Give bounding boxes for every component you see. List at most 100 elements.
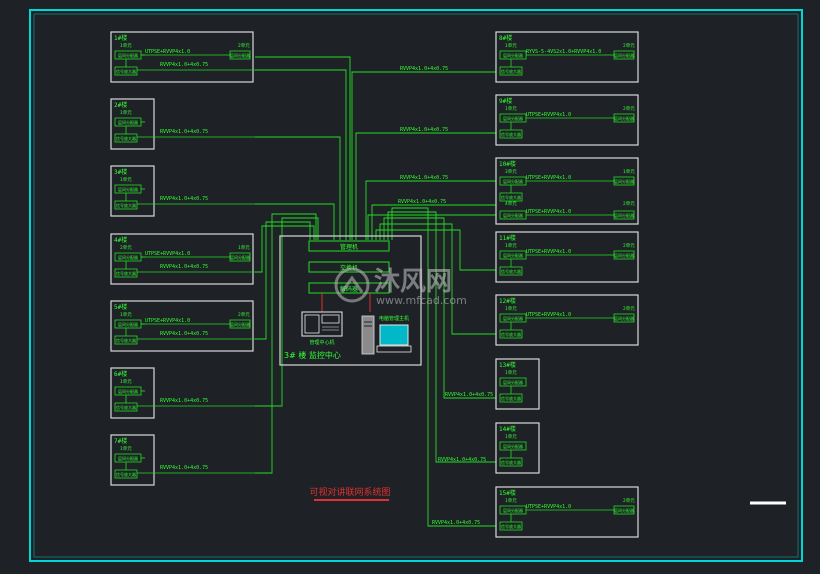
cable-bus-1: RVVP4x1.0+4x0.75 <box>160 62 208 68</box>
building-frame-3 <box>110 165 155 217</box>
building-frame-r-2 <box>495 94 639 146</box>
watermark-url: www.mfcad.com <box>376 294 467 307</box>
cable-bus-r-4: RVVP4x1.0+4x0.75 <box>398 199 446 205</box>
building-name-r-4: 11#楼 <box>499 234 516 242</box>
center-box-top-label: 管理机 <box>340 243 358 251</box>
building-name-1: 1#楼 <box>114 34 127 42</box>
splitter-r-1-label: 信号放大器 <box>501 68 521 74</box>
floor-device-3-label: 层间分配器 <box>118 186 138 192</box>
unit-d-label-r-3: 2单元 <box>623 200 635 207</box>
diagram-title: 可视对讲联网系统图 <box>309 486 390 498</box>
cable-top-1: UTPSE+RVVP4x1.0 <box>145 49 190 55</box>
cable-bus-4: RVVP4x1.0+4x0.75 <box>160 264 208 270</box>
wire-left-6 <box>255 217 319 407</box>
center-box-top <box>308 240 390 252</box>
floor-device-b-r-4-label: 层间分配器 <box>614 252 634 258</box>
floor-device-b-5-label: 层间分配器 <box>230 321 250 327</box>
splitter-4-label: 信号放大器 <box>116 270 136 276</box>
building-name-7: 7#楼 <box>114 437 127 445</box>
cable-mid-r-3: UTPSE+RVVP4x1.0 <box>526 209 571 215</box>
unit-b-label-1: 2单元 <box>238 42 250 49</box>
wire-right-2 <box>355 132 496 240</box>
wire-right-11-b <box>375 229 496 271</box>
splitter-r-3-label: 信号放大器 <box>501 194 521 200</box>
wire-left-1 <box>255 69 347 240</box>
floor-device-d-r-3-label: 层间分配器 <box>614 212 634 218</box>
splitter-2-label: 信号放大器 <box>116 135 136 141</box>
floor-device-r-5-label: 层间分配器 <box>503 315 523 321</box>
floor-device-b-r-3-label: 层间分配器 <box>614 178 634 184</box>
cable-bus-3: RVVP4x1.0+4x0.75 <box>160 196 208 202</box>
splitter-r-4-label: 信号放大器 <box>501 268 521 274</box>
splitter-6-label: 信号放大器 <box>116 404 136 410</box>
unit-b-label-r-2: 2单元 <box>623 105 635 112</box>
building-frame-r-3 <box>495 157 639 225</box>
left-building-blocks: 1#楼1单元层间分配器信号放大器2单元层间分配器UTPSE+RVVP4x1.0R… <box>110 31 255 486</box>
cable-bus-5: RVVP4x1.0+4x0.75 <box>160 331 208 337</box>
building-frame-r-7 <box>495 422 540 474</box>
unit-a-label-4: 2单元 <box>120 244 132 251</box>
watermark-brand: 沐风网 <box>374 267 452 297</box>
building-name-2: 2#楼 <box>114 101 127 109</box>
splitter-7-label: 信号放大器 <box>116 471 136 477</box>
building-frame-7 <box>110 434 155 486</box>
unit-a-label-1: 1单元 <box>120 42 132 49</box>
building-name-4: 4#楼 <box>114 236 127 244</box>
monitoring-center: 管理机 交换机 解码器 管理中心机 电脑管理主机 3# 楼 监控中心 <box>279 235 422 366</box>
cable-bus-7: RVVP4x1.0+4x0.75 <box>160 465 208 471</box>
building-frame-r-6 <box>495 358 540 410</box>
center-box-bottom-label: 解码器 <box>340 285 358 293</box>
building-frame-r-4 <box>495 231 639 283</box>
drawing-frame-outer <box>29 9 803 562</box>
management-console-icon <box>301 311 343 337</box>
wire-right-1 <box>351 71 496 240</box>
floor-device-r-2-label: 层间分配器 <box>503 115 523 121</box>
wire-right-3 <box>365 180 496 240</box>
wire-right-4 <box>371 204 496 240</box>
building-frame-r-8 <box>495 486 639 538</box>
splitter-3-label: 信号放大器 <box>116 202 136 208</box>
cable-top-5: UTPSE+RVVP4x1.0 <box>145 318 190 324</box>
unit-a-label-r-1: 1单元 <box>505 42 517 49</box>
unit-a-label-r-4: 1单元 <box>505 242 517 249</box>
splitter-r-6-label: 信号放大器 <box>501 395 521 401</box>
unit-b-label-r-3: 1单元 <box>623 168 635 175</box>
building-name-r-8: 15#楼 <box>499 489 516 497</box>
floor-device-b-4-label: 层间分配器 <box>230 254 250 260</box>
floor-device-r-6-box <box>499 377 527 387</box>
floor-device-1-label: 层间分配器 <box>118 52 138 58</box>
unit-b-label-r-1: 2单元 <box>623 42 635 49</box>
cable-bus-2: RVVP4x1.0+4x0.75 <box>160 129 208 135</box>
cable-top-r-2: UTPSE+RVVP4x1.0 <box>526 112 571 118</box>
splitter-r-2-label: 信号放大器 <box>501 131 521 137</box>
floor-device-r-1-label: 层间分配器 <box>503 52 523 58</box>
wire-left-2 <box>255 136 341 240</box>
building-name-r-6: 13#楼 <box>499 361 516 369</box>
management-console-label: 管理中心机 <box>309 339 334 346</box>
floor-device-b-r-5-label: 层间分配器 <box>614 315 634 321</box>
cable-top-r-3: UTPSE+RVVP4x1.0 <box>526 175 571 181</box>
building-frame-4 <box>110 233 254 285</box>
right-building-blocks: 8#楼1单元层间分配器信号放大器2单元层间分配器RYVS-5-4VS2x1.0+… <box>398 31 639 538</box>
cable-top-r-5: UTPSE+RVVP4x1.0 <box>526 312 571 318</box>
building-frame-r-5 <box>495 294 639 346</box>
watermark: 沐风网 www.mfcad.com <box>334 267 467 307</box>
building-name-r-1: 8#楼 <box>499 34 512 42</box>
floor-device-r-7-box <box>499 441 527 451</box>
computer-icon <box>361 315 412 355</box>
splitter-1-label: 信号放大器 <box>116 68 136 74</box>
cable-top-4: UTPSE+RVVP4x1.0 <box>145 251 190 257</box>
unit-a-label-r-7: 1单元 <box>505 433 517 440</box>
monitoring-center-frame <box>279 235 422 366</box>
building-frame-6 <box>110 367 155 419</box>
center-box-mid <box>308 261 390 273</box>
floor-device-r-3-label: 层间分配器 <box>503 178 523 184</box>
floor-device-b-r-1-label: 层间分配器 <box>614 52 634 58</box>
wire-right-5 <box>379 223 496 335</box>
building-frame-r-1 <box>495 31 639 83</box>
wire-left-5 <box>255 221 311 340</box>
splitter-r-8-label: 信号放大器 <box>501 523 521 529</box>
floor-device-r-6-label: 层间分配器 <box>503 379 523 385</box>
floor-device-5-label: 层间分配器 <box>118 321 138 327</box>
building-name-r-3: 10#楼 <box>499 160 516 168</box>
